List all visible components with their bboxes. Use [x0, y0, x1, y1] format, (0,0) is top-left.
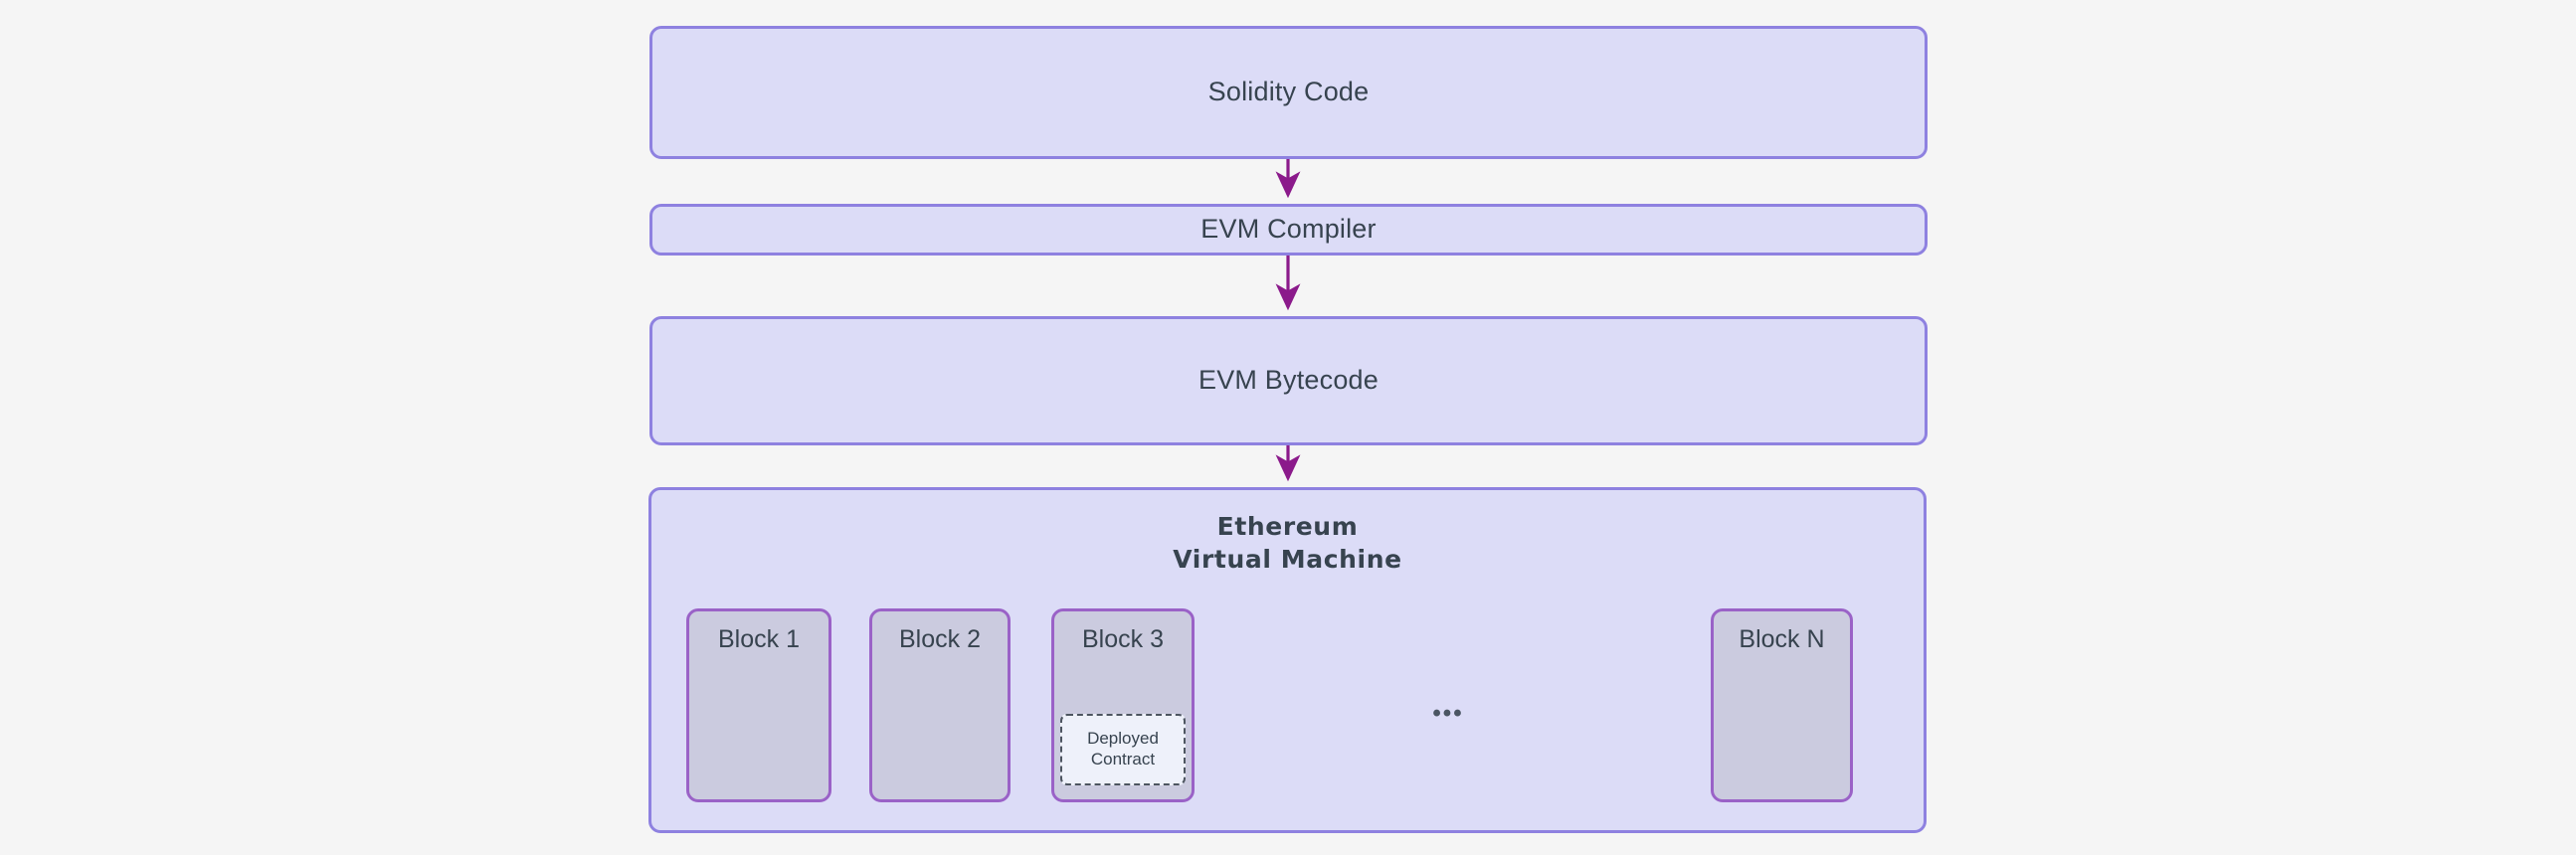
- block-2[interactable]: Block 2: [869, 608, 1011, 802]
- node-solidity-code-label: Solidity Code: [1207, 77, 1370, 107]
- blocks-ellipsis-icon: •••: [1432, 700, 1464, 727]
- cluster-ethereum-virtual-machine[interactable]: Ethereum Virtual Machine Block 1 Block 2…: [648, 487, 1927, 833]
- node-evm-compiler-label: EVM Compiler: [1200, 214, 1377, 245]
- node-deployed-contract[interactable]: Deployed Contract: [1060, 714, 1186, 785]
- node-solidity-code[interactable]: Solidity Code: [649, 26, 1928, 159]
- block-1-label: Block 1: [718, 625, 800, 653]
- node-evm-bytecode-label: EVM Bytecode: [1198, 365, 1379, 396]
- node-evm-bytecode[interactable]: EVM Bytecode: [649, 316, 1928, 445]
- node-deployed-contract-label: Deployed Contract: [1087, 729, 1159, 769]
- block-3-label: Block 3: [1082, 625, 1164, 653]
- block-2-label: Block 2: [899, 625, 981, 653]
- block-1[interactable]: Block 1: [686, 608, 831, 802]
- block-n-label: Block N: [1739, 625, 1825, 653]
- block-n[interactable]: Block N: [1711, 608, 1853, 802]
- cluster-evm-title: Ethereum Virtual Machine: [1173, 512, 1402, 574]
- node-evm-compiler[interactable]: EVM Compiler: [649, 204, 1928, 256]
